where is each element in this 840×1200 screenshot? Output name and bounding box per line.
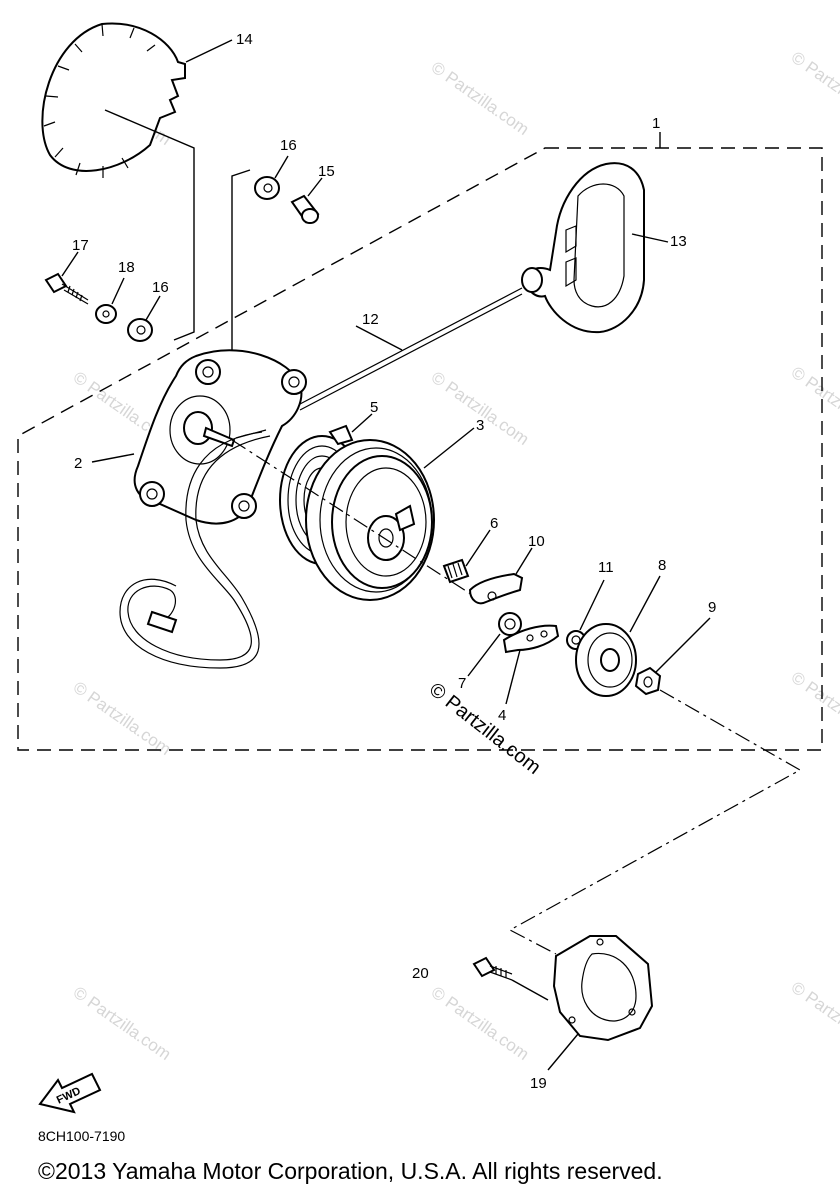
watermark: © Partzilla.com <box>428 983 533 1064</box>
watermark: © Partzilla.com <box>70 983 175 1064</box>
callout-10: 10 <box>528 533 545 550</box>
callout-3: 3 <box>476 417 484 434</box>
callout-2: 2 <box>74 455 82 472</box>
fwd-arrow-icon: FWD <box>38 1072 102 1114</box>
callout-12: 12 <box>362 311 379 328</box>
part-14-cover-disc <box>41 22 186 178</box>
callout-14: 14 <box>236 31 253 48</box>
part-8-friction-plate <box>575 623 637 697</box>
part-12-rope <box>299 287 523 405</box>
part-19-bracket <box>552 935 654 1042</box>
callout-15: 15 <box>318 163 335 180</box>
callout-16: 16 <box>152 279 169 296</box>
part-4-ratchet-plate <box>502 624 560 654</box>
watermark: © Partzilla.com <box>788 363 840 444</box>
diagram-code: 8CH100-7190 <box>38 1128 126 1144</box>
watermark: © Partzilla.com <box>788 668 840 749</box>
watermark-layer: © Partzilla.com © Partzilla.com © Partzi… <box>70 48 840 1064</box>
callout-1: 1 <box>652 115 660 132</box>
part-7-spring <box>498 612 522 636</box>
part-18-washer <box>95 304 117 324</box>
starter-rope-loop <box>127 431 263 661</box>
watermark: © Partzilla.com <box>788 978 840 1059</box>
callout-5: 5 <box>370 399 378 416</box>
part-15-bushing <box>290 194 320 224</box>
callout-4: 4 <box>498 707 506 724</box>
callout-19: 19 <box>530 1075 547 1092</box>
part-17-bolt <box>44 272 89 305</box>
part-16-collar-2 <box>127 318 153 342</box>
part-20-bolt <box>472 956 513 981</box>
part-2-starter-case <box>133 349 307 525</box>
center-watermark: © Partzilla.com <box>425 679 545 779</box>
part-6-spring <box>442 558 470 584</box>
callout-9: 9 <box>708 599 716 616</box>
part-3-reel-pulley <box>305 439 435 601</box>
callout-13: 13 <box>670 233 687 250</box>
watermark: © Partzilla.com <box>70 678 175 759</box>
watermark: © Partzilla.com <box>428 58 533 139</box>
callout-8: 8 <box>658 557 666 574</box>
watermark: © Partzilla.com <box>428 368 533 449</box>
part-9-nut <box>634 666 662 696</box>
callout-6: 6 <box>490 515 498 532</box>
callout-18: 18 <box>118 259 135 276</box>
callout-16: 16 <box>280 137 297 154</box>
callout-11: 11 <box>598 559 614 576</box>
callout-labels: 1 2 3 4 5 6 7 8 9 10 11 12 13 14 15 16 1… <box>72 31 716 1092</box>
callout-20: 20 <box>412 965 429 982</box>
part-13-starter-handle <box>521 162 645 334</box>
callout-17: 17 <box>72 237 89 254</box>
part-10-pawl-arm <box>468 572 524 605</box>
callout-7: 7 <box>458 675 466 692</box>
assembly-boundary <box>17 147 823 751</box>
part-16-collar <box>254 176 280 200</box>
copyright-notice: ©2013 Yamaha Motor Corporation, U.S.A. A… <box>38 1158 663 1184</box>
watermark: © Partzilla.com <box>788 48 840 129</box>
